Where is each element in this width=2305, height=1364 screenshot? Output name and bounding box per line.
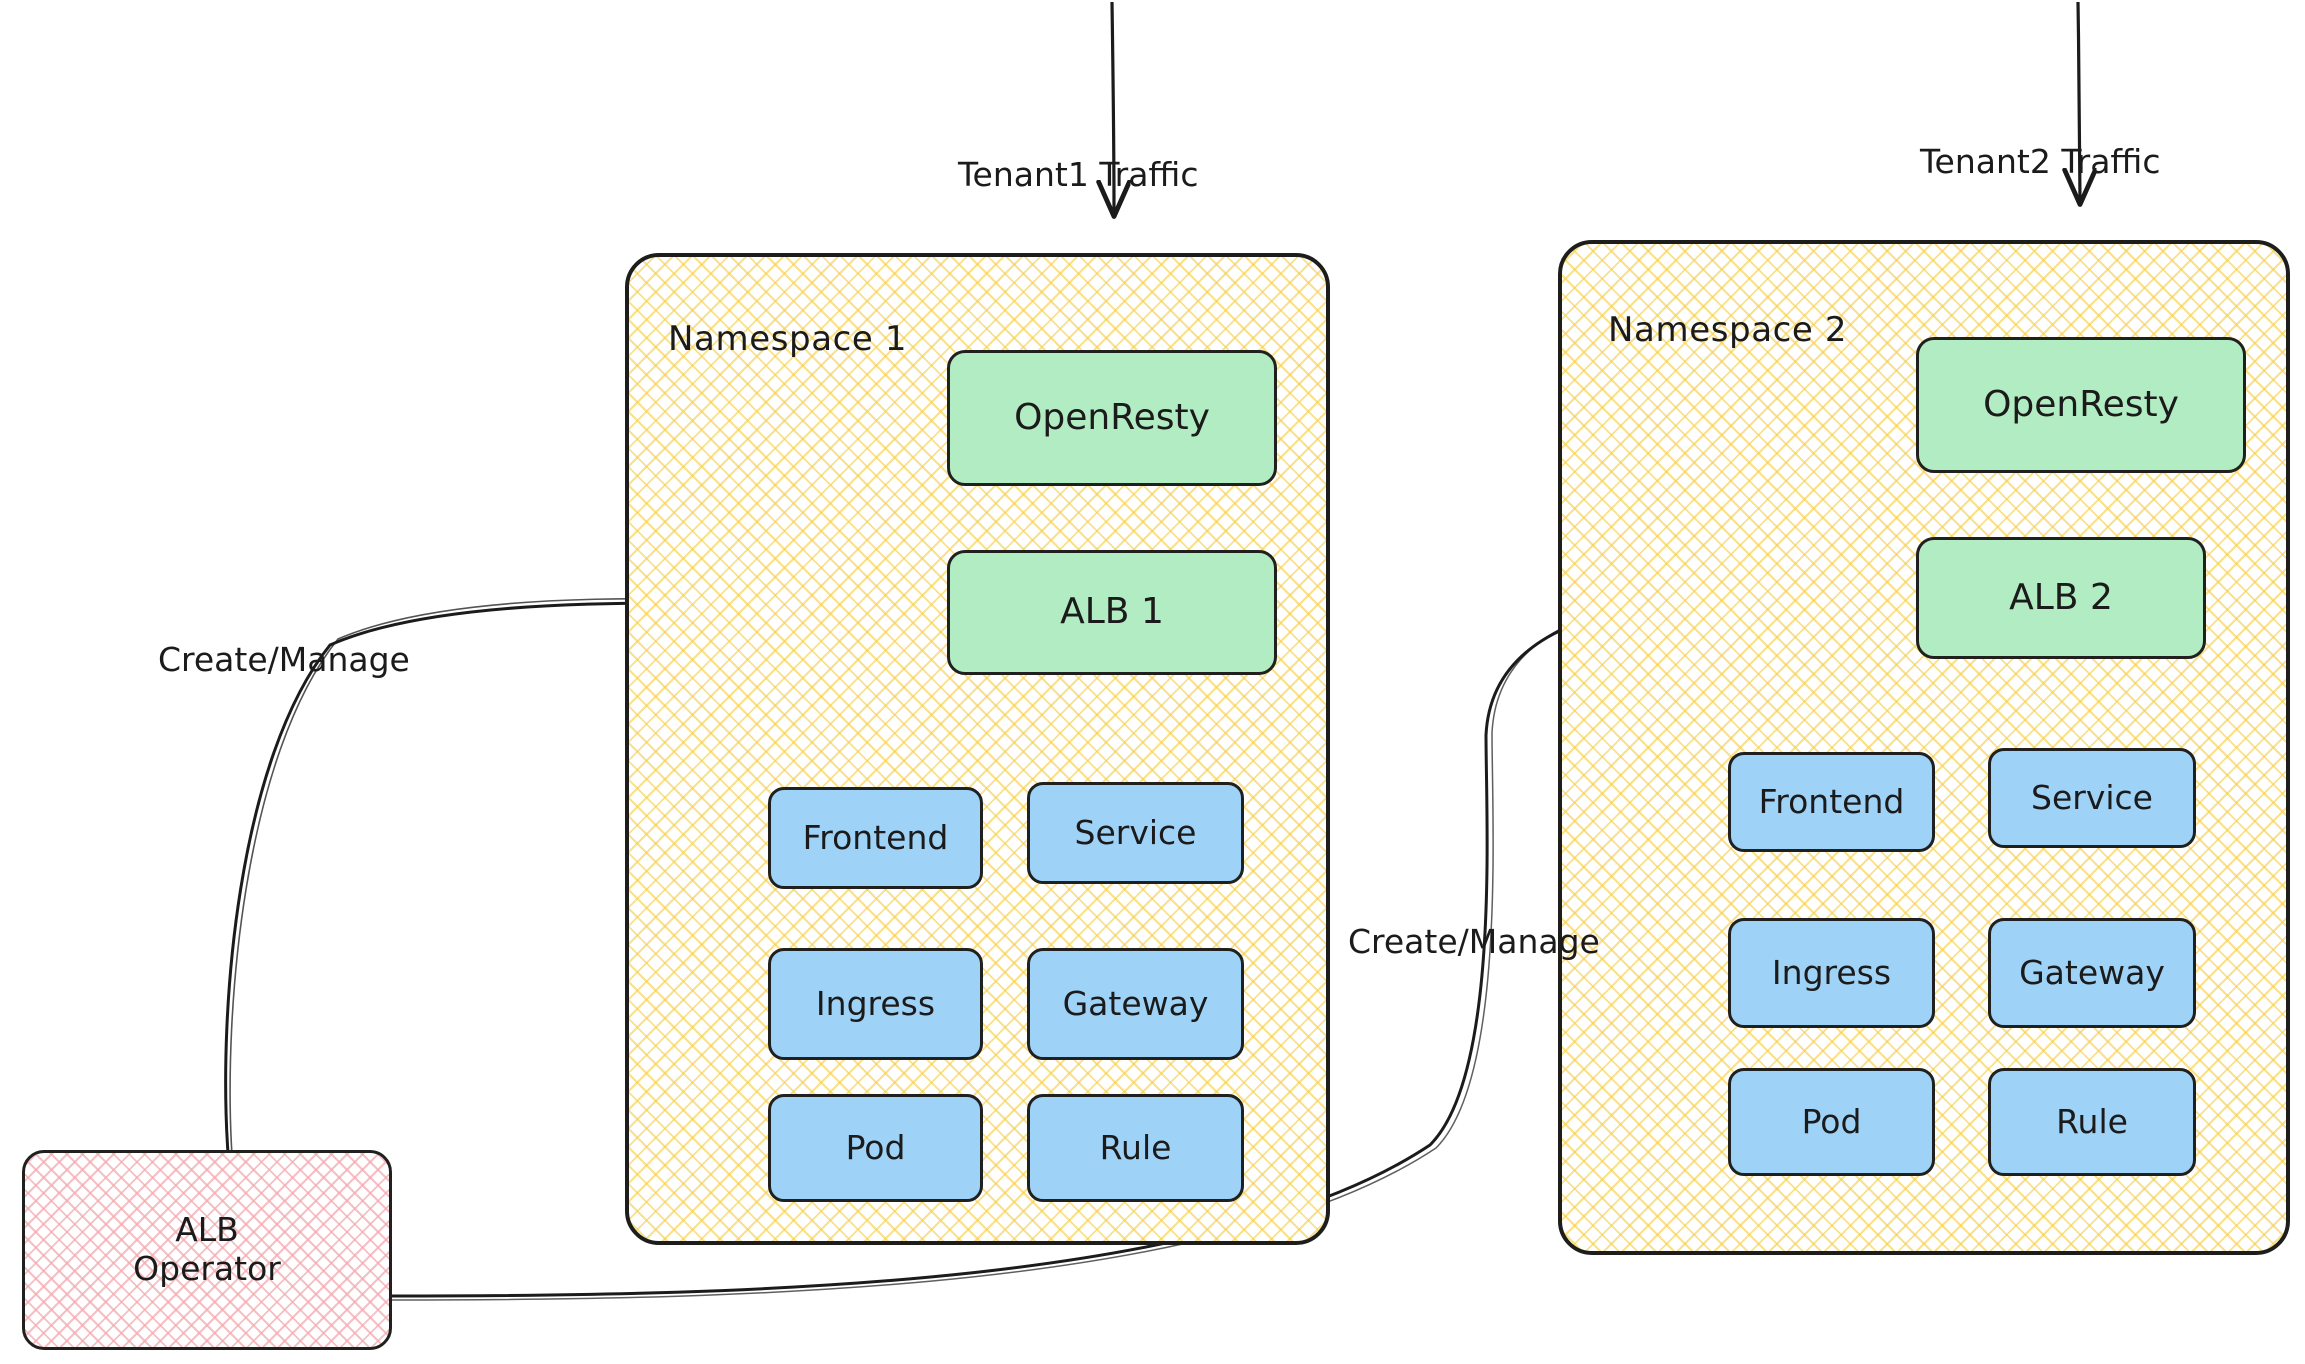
namespace-1-resource-service[interactable]: Service [1027, 782, 1244, 884]
namespace-1-openresty-node[interactable]: OpenResty [947, 350, 1277, 486]
tenant2-traffic-label: Tenant2 Traffic [1920, 142, 2161, 181]
namespace-1-resource-gateway[interactable]: Gateway [1027, 948, 1244, 1060]
alb-operator-line1: ALB [175, 1210, 239, 1250]
namespace-1-resource-rule[interactable]: Rule [1027, 1094, 1244, 1202]
create-manage-label-2: Create/Manage [1348, 922, 1600, 961]
namespace-2-label: Namespace 2 [1608, 310, 1848, 350]
namespace-2-resource-gateway[interactable]: Gateway [1988, 918, 2196, 1028]
namespace-2-alb-node[interactable]: ALB 2 [1916, 537, 2206, 659]
namespace-2-resource-service[interactable]: Service [1988, 748, 2196, 848]
namespace-1-alb-node[interactable]: ALB 1 [947, 550, 1277, 675]
namespace-1-resource-frontend[interactable]: Frontend [768, 787, 983, 889]
namespace-1-resource-pod[interactable]: Pod [768, 1094, 983, 1202]
namespace-2-resource-pod[interactable]: Pod [1728, 1068, 1935, 1176]
namespace-2-resource-frontend[interactable]: Frontend [1728, 752, 1935, 852]
namespace-2-resource-ingress[interactable]: Ingress [1728, 918, 1935, 1028]
namespace-1-resource-ingress[interactable]: Ingress [768, 948, 983, 1060]
namespace-1-label: Namespace 1 [668, 319, 908, 359]
alb-operator-node[interactable]: ALB Operator [22, 1150, 392, 1350]
tenant1-traffic-label: Tenant1 Traffic [958, 155, 1199, 194]
namespace-2-resource-rule[interactable]: Rule [1988, 1068, 2196, 1176]
alb-operator-line2: Operator [133, 1249, 281, 1288]
namespace-2-openresty-node[interactable]: OpenResty [1916, 337, 2246, 473]
create-manage-label-1: Create/Manage [158, 640, 410, 679]
